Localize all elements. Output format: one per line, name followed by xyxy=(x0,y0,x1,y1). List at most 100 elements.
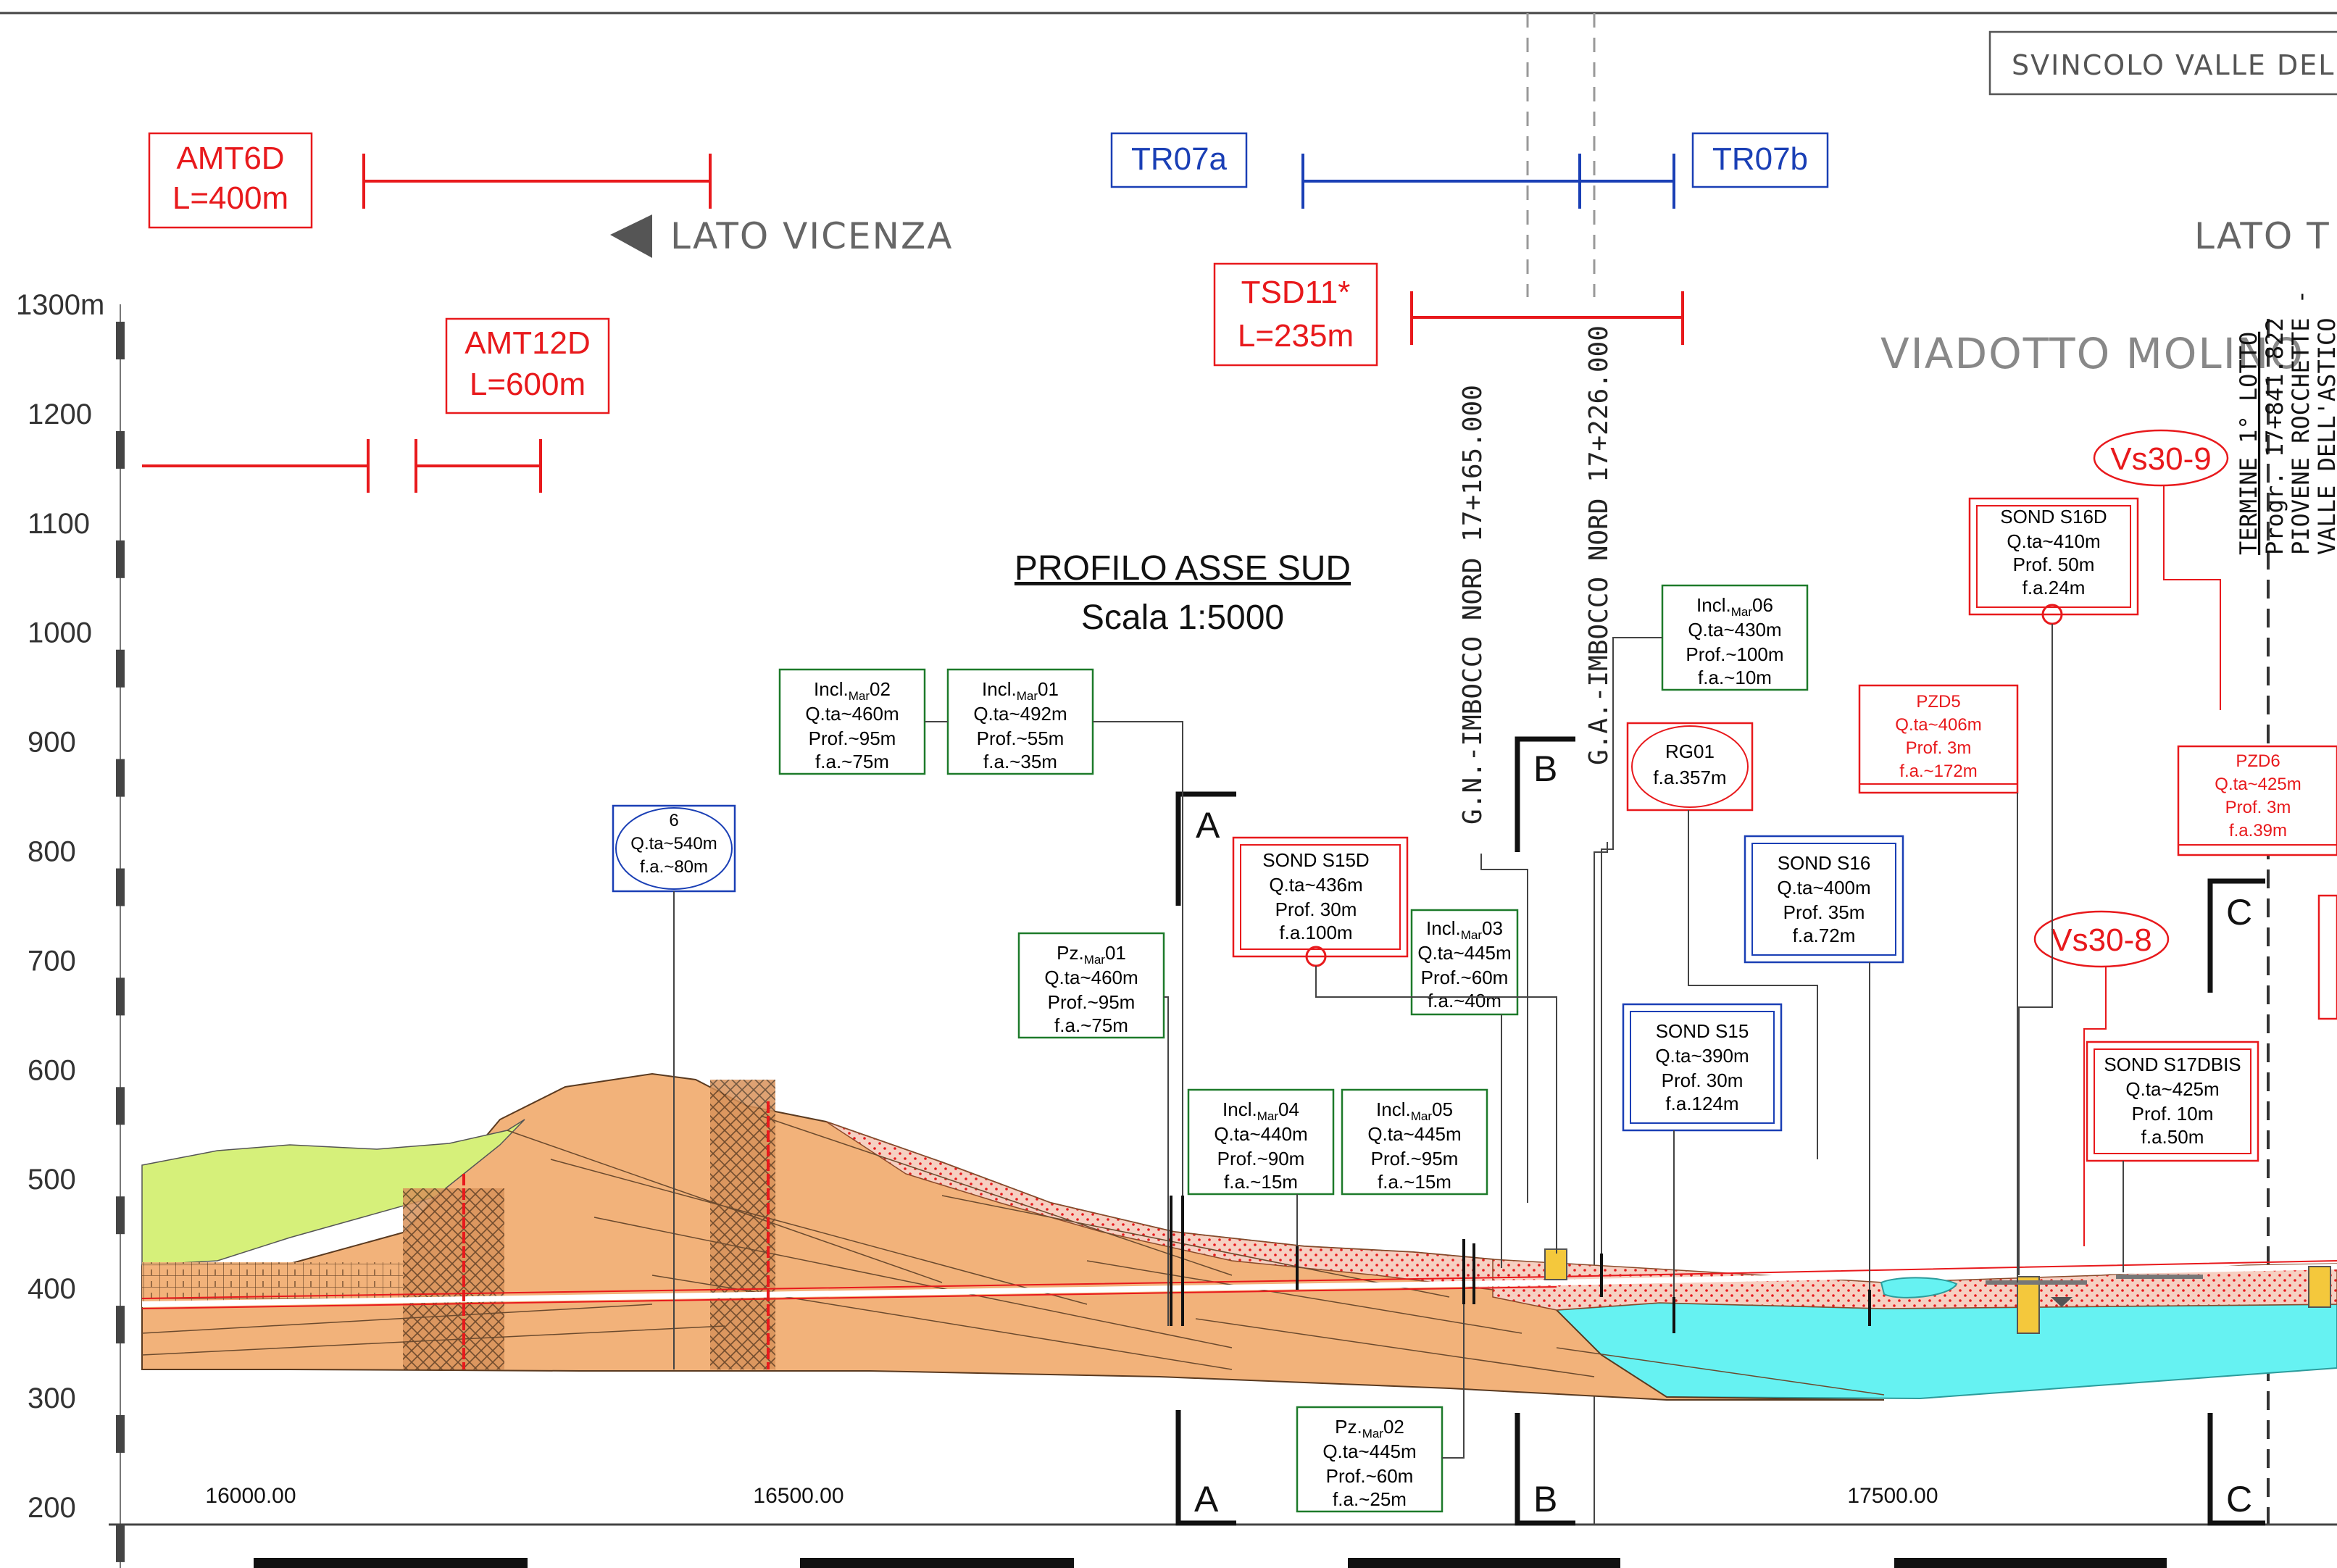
water-level-icon xyxy=(2051,1297,2073,1307)
elevation-scale-segment xyxy=(116,322,125,359)
probe-sond-s16: SOND S16 Q.ta~400m Prof. 35m f.a.72m xyxy=(1744,835,1904,1326)
chainage-scale-bar xyxy=(1894,1558,2167,1568)
tunnel-axis-lower xyxy=(141,1286,1557,1309)
elevation-label: 800 xyxy=(28,836,76,868)
svg-text:f.a.~10m: f.a.~10m xyxy=(1698,667,1772,688)
elevation-scale-segment xyxy=(116,977,125,1016)
svg-text:A: A xyxy=(1194,1479,1219,1519)
svg-text:SOND S15: SOND S15 xyxy=(1656,1020,1749,1042)
probe-sond-s17dbis: SOND S17DBIS Q.ta~425m Prof. 10m f.a.50m xyxy=(2086,1041,2259,1272)
svg-text:Prof. 3m: Prof. 3m xyxy=(2225,798,2291,817)
chainage-label: 16000.00 xyxy=(205,1484,296,1508)
svg-text:f.a.357m: f.a.357m xyxy=(1653,767,1726,788)
svg-text:Prof.~100m: Prof.~100m xyxy=(1686,643,1783,665)
probe-incl-mar05: Incl.Mar05 Q.ta~445m Prof.~95m f.a.~15m xyxy=(1341,1088,1488,1196)
svg-text:Q.ta~436m: Q.ta~436m xyxy=(1269,874,1362,896)
chainage-scale-bar xyxy=(254,1558,528,1568)
tr07b-label: TR07b xyxy=(1712,141,1808,177)
svg-text:Pz.Mar02: Pz.Mar02 xyxy=(1335,1416,1404,1440)
section-c: C C xyxy=(2207,878,2265,1526)
svg-text:Vs30-8: Vs30-8 xyxy=(2051,922,2151,958)
svg-text:Prof. 30m: Prof. 30m xyxy=(1662,1069,1744,1091)
tunnel-tsd11: TSD11* L=235m xyxy=(1213,262,1684,367)
chainage-label: 17500.00 xyxy=(1847,1484,1938,1508)
elevation-label: 500 xyxy=(28,1164,76,1196)
section-b: B B xyxy=(1515,736,1575,1526)
svg-text:Q.ta~410m: Q.ta~410m xyxy=(2007,530,2100,552)
probe-pzd5: PZD5 Q.ta~406m Prof. 3m f.a.~172m xyxy=(1858,684,2019,1283)
svg-text:AMT6D: AMT6D xyxy=(176,141,284,176)
river-deck xyxy=(1986,1275,2203,1285)
probe-partial-right xyxy=(2317,894,2337,1020)
lotto-end-label: TERMINE 1° LOTTO Progr. 17+841.822 PIOVE… xyxy=(2235,290,2337,555)
svg-text:L=600m: L=600m xyxy=(470,367,586,402)
svg-text:Q.ta~425m: Q.ta~425m xyxy=(2215,775,2301,794)
svg-text:PZD6: PZD6 xyxy=(2236,751,2280,771)
svg-text:Q.ta~425m: Q.ta~425m xyxy=(2125,1078,2219,1100)
probe-incl-mar02: Incl.Mar02 Q.ta~460m Prof.~95m f.a.~75m xyxy=(778,668,926,775)
lake xyxy=(1880,1277,1958,1298)
elevation-label: 200 xyxy=(28,1492,76,1524)
svg-text:L=235m: L=235m xyxy=(1238,318,1354,354)
svg-text:B: B xyxy=(1533,1479,1557,1519)
svg-text:f.a.~172m: f.a.~172m xyxy=(1899,762,1977,781)
chainage-scale-bar xyxy=(800,1558,1074,1568)
elevation-label: 900 xyxy=(28,727,76,759)
svg-text:f.a.~35m: f.a.~35m xyxy=(983,751,1057,772)
left-side-label: LATO VICENZA xyxy=(610,214,951,258)
probe-incl-mar04: Incl.Mar04 Q.ta~440m Prof.~90m f.a.~15m xyxy=(1187,1088,1335,1283)
geology-section xyxy=(141,1072,2337,1401)
svg-text:VALLE DELL'ASTICO: VALLE DELL'ASTICO xyxy=(2313,317,2337,555)
svg-text:f.a.100m: f.a.100m xyxy=(1279,922,1352,943)
fault-zone-1 xyxy=(403,1188,504,1369)
svg-text:SOND S16D: SOND S16D xyxy=(2000,506,2107,527)
svg-text:Incl.Mar06: Incl.Mar06 xyxy=(1696,594,1773,619)
viaduct-name: VIADOTTO MOLINO xyxy=(1880,329,2304,378)
bedding-lines xyxy=(141,1115,1885,1396)
svg-text:f.a.24m: f.a.24m xyxy=(2023,577,2086,599)
portal-structure xyxy=(1544,1248,1567,1280)
svg-text:L=400m: L=400m xyxy=(172,180,288,216)
svg-text:SOND S16: SOND S16 xyxy=(1778,852,1871,874)
svg-text:SOND S15D: SOND S15D xyxy=(1262,849,1369,871)
svg-text:B: B xyxy=(1533,748,1557,789)
svg-text:Q.ta~445m: Q.ta~445m xyxy=(1367,1123,1461,1145)
elevation-label: 300 xyxy=(28,1383,76,1414)
pier-structure xyxy=(2017,1276,2040,1334)
svg-text:Vs30-9: Vs30-9 xyxy=(2110,441,2211,477)
svg-text:Incl.Mar04: Incl.Mar04 xyxy=(1222,1098,1299,1123)
elevation-scale-segment xyxy=(116,540,125,578)
elevation-scale-segment xyxy=(116,1306,125,1344)
vs30-tag-9: Vs30-9 xyxy=(2093,429,2229,710)
right-side-label: LATO T xyxy=(2194,215,2330,257)
svg-text:Prof. 3m: Prof. 3m xyxy=(1906,738,1972,758)
tr07a-label: TR07a xyxy=(1131,141,1228,177)
svg-text:TERMINE 1° LOTTO: TERMINE 1° LOTTO xyxy=(2235,332,2262,555)
svg-text:AMT12D: AMT12D xyxy=(465,325,591,361)
elevation-scale-segment xyxy=(116,1415,125,1453)
borehole-ticks xyxy=(1170,1196,1871,1333)
svg-text:Prof. 10m: Prof. 10m xyxy=(2132,1103,2214,1125)
probe-6: 6 Q.ta~540m f.a.~80m xyxy=(612,804,736,1369)
svg-text:f.a.39m: f.a.39m xyxy=(2229,821,2287,841)
svg-text:Pz.Mar01: Pz.Mar01 xyxy=(1057,942,1126,967)
svg-text:Prof. 30m: Prof. 30m xyxy=(1275,898,1357,920)
svg-text:f.a.72m: f.a.72m xyxy=(1793,925,1856,946)
svg-text:f.a.~25m: f.a.~25m xyxy=(1333,1488,1407,1510)
svg-text:Q.ta~406m: Q.ta~406m xyxy=(1895,715,1981,735)
svg-text:f.a.~75m: f.a.~75m xyxy=(1054,1014,1128,1036)
svg-text:Incl.Mar01: Incl.Mar01 xyxy=(982,678,1059,703)
svg-text:Prof. 50m: Prof. 50m xyxy=(2013,554,2095,575)
svg-text:f.a.~80m: f.a.~80m xyxy=(640,857,708,877)
elevation-label: 1200 xyxy=(28,399,92,430)
drawing-title-box: SVINCOLO VALLE DELL'AS xyxy=(1988,30,2337,96)
svg-text:Q.ta~492m: Q.ta~492m xyxy=(973,703,1067,725)
svg-text:Q.ta~430m: Q.ta~430m xyxy=(1688,619,1781,641)
probe-rg01: RG01 f.a.357m xyxy=(1626,722,1818,1159)
elevation-axis: 1300m12001100100090080070060050040030020… xyxy=(16,289,125,1568)
svg-text:RG01: RG01 xyxy=(1665,741,1715,762)
svg-text:TSD11*: TSD11* xyxy=(1241,275,1351,310)
section-a: A A xyxy=(1175,791,1236,1526)
tunnel-amt6d: AMT6D L=400m xyxy=(148,132,712,229)
svg-text:Q.ta~445m: Q.ta~445m xyxy=(1417,942,1511,964)
